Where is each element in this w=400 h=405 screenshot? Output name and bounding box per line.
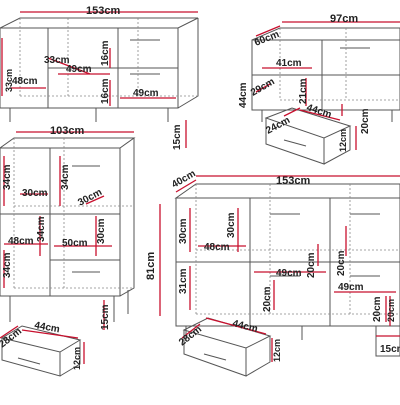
tall-cabinet-front xyxy=(0,147,121,297)
dim-label: 48cm xyxy=(12,76,38,87)
dim-label: 24cm xyxy=(264,115,292,137)
dim-label: 60cm xyxy=(253,29,281,49)
tall-cabinet-labels: 103cm 15cm 34cm 30cm 34cm 30cm 48cm 50cm… xyxy=(0,124,183,370)
tall-cabinet-drawing xyxy=(0,137,136,322)
dim-label: 20cm xyxy=(372,296,383,322)
low-cabinet-dashes xyxy=(279,28,400,101)
dim-label: 30cm xyxy=(76,187,104,209)
dim-label: 44cm xyxy=(231,318,259,335)
tall-cabinet-dashes xyxy=(13,138,134,289)
dim-label: 16cm xyxy=(100,78,111,104)
dim-label: 20cm xyxy=(336,250,347,276)
low-cabinet-drawing xyxy=(251,27,400,122)
dim-label: 49cm xyxy=(276,268,302,279)
dim-label: 20cm xyxy=(360,108,371,134)
dim-label: 28cm xyxy=(177,324,204,348)
dim-label: 153cm xyxy=(86,5,120,17)
dim-label: 49cm xyxy=(338,282,364,293)
dim-label: 12cm xyxy=(338,129,348,152)
dim-label: 12cm xyxy=(72,347,82,370)
dim-label: 81cm xyxy=(145,252,157,280)
tall-cabinet-top xyxy=(0,137,136,149)
dim-label: 34cm xyxy=(60,164,71,190)
dim-label: 34cm xyxy=(36,216,47,242)
sideboard-drawing xyxy=(174,183,400,340)
dim-label: 41cm xyxy=(276,58,302,69)
dim-label: 103cm xyxy=(50,125,84,137)
dim-label: 15cm xyxy=(380,344,400,355)
sideboard-labels: 40cm 153cm 81cm 30cm 30cm 48cm 31cm 20cm… xyxy=(145,168,400,362)
tv-stand-top xyxy=(0,17,199,29)
low-cabinet-drawer xyxy=(264,107,352,165)
dim-label: 20cm xyxy=(262,286,273,312)
dim-label: 34cm xyxy=(2,164,13,190)
tv-stand-dimension-lines xyxy=(1,11,198,106)
low-cabinet-dimension-lines xyxy=(255,21,400,150)
dim-label: 28cm xyxy=(0,326,24,350)
tv-stand-dashes xyxy=(19,18,198,97)
dim-label: 49cm xyxy=(133,88,159,99)
dim-label: 31cm xyxy=(178,268,189,294)
dim-label: 30cm xyxy=(22,188,48,199)
tall-cabinet-side xyxy=(119,138,135,297)
sideboard-drawer xyxy=(182,317,400,377)
dim-label: 15cm xyxy=(172,124,183,150)
tv-stand-labels: 153cm 33cm 48cm 33cm 49cm 16cm 16cm 49cm xyxy=(4,5,159,104)
sideboard-dimension-lines xyxy=(159,175,400,362)
dim-label: 48cm xyxy=(204,242,230,253)
dim-label: 16cm xyxy=(100,40,111,66)
dim-label: 33cm xyxy=(44,55,70,66)
dim-label: 50cm xyxy=(62,238,88,249)
dim-label: 44cm xyxy=(238,82,249,108)
dim-label: 20cm xyxy=(386,299,396,322)
tall-cabinet-drawer xyxy=(0,325,82,377)
dim-label: 48cm xyxy=(8,236,34,247)
dim-label: 33cm xyxy=(4,69,14,92)
dim-label: 15cm xyxy=(100,304,111,330)
dim-label: 44cm xyxy=(33,320,60,335)
tv-stand-drawing xyxy=(0,17,199,122)
tall-cabinet-dimension-lines xyxy=(0,120,187,364)
dim-label: 21cm xyxy=(298,78,309,104)
dim-label: 20cm xyxy=(306,252,317,278)
dim-label: 29cm xyxy=(249,76,277,98)
tv-stand-side xyxy=(177,18,199,109)
dim-label: 30cm xyxy=(96,218,107,244)
dim-label: 30cm xyxy=(226,212,237,238)
dim-label: 12cm xyxy=(272,339,282,362)
dim-label: 30cm xyxy=(178,218,189,244)
dim-label: 49cm xyxy=(66,64,92,75)
dim-label: 44cm xyxy=(305,102,333,120)
dim-label: 97cm xyxy=(330,13,358,25)
dim-label: 153cm xyxy=(276,175,310,187)
dim-label: 34cm xyxy=(2,252,13,278)
